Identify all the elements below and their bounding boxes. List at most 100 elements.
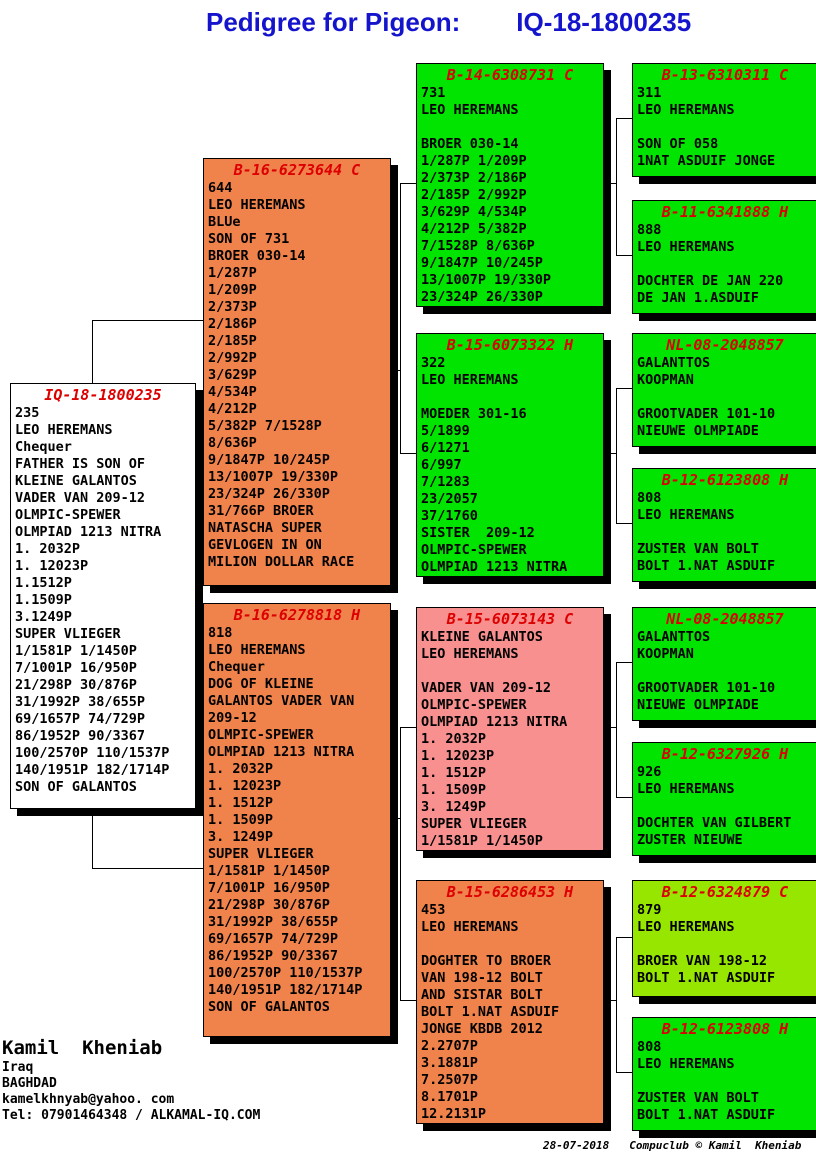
- pedigree-text-line: 13/1007P 19/330P: [421, 272, 552, 288]
- pedigree-text-line: VADER VAN 209-12: [15, 490, 146, 506]
- breeder-name: Kamil Kheniab: [2, 1037, 163, 1059]
- pedigree-text-line: 926: [637, 764, 662, 780]
- connector-line: [616, 118, 617, 255]
- pedigree-text-line: 21/298P 30/876P: [208, 897, 330, 913]
- pedigree-text-line: 8.1701P: [421, 1089, 478, 1105]
- pedigree-text-line: 6/997: [421, 457, 462, 473]
- pedigree-text-line: KOOPMAN: [637, 372, 694, 388]
- pedigree-text-line: 100/2570P 110/1537P: [208, 965, 363, 981]
- pedigree-text-line: 69/1657P 74/729P: [15, 711, 146, 727]
- pedigree-text-line: 1.1512P: [15, 575, 72, 591]
- pedigree-text-line: 7.2507P: [421, 1072, 478, 1088]
- pedigree-text-line: 140/1951P 182/1714P: [208, 982, 363, 998]
- connector-line: [616, 797, 632, 798]
- pedigree-text-line: LEO HEREMANS: [208, 197, 306, 213]
- pedigree-text-line: 31/766P BROER: [208, 503, 314, 519]
- pedigree-text-line: 7/1283: [421, 474, 470, 490]
- pedigree-text-line: LEO HEREMANS: [421, 919, 519, 935]
- pedigree-text-line: 37/1760: [421, 508, 478, 524]
- pedigree-text-line: DE JAN 1.ASDUIF: [637, 290, 759, 306]
- pedigree-text-line: GALANTOS VADER VAN: [208, 693, 355, 709]
- pedigree-text-line: 1. 2032P: [15, 541, 81, 557]
- pedigree-text-line: 2/186P: [208, 316, 257, 332]
- pedigree-text-line: 453: [421, 902, 446, 918]
- connector-line: [594, 1000, 616, 1001]
- pedigree-text-line: GROOTVADER 101-10: [637, 406, 776, 422]
- pedigree-text-line: [421, 119, 599, 136]
- pedigree-text-line: SON OF 058: [637, 136, 719, 152]
- pedigree-text-line: [421, 936, 599, 953]
- pedigree-text-line: GROOTVADER 101-10: [637, 680, 776, 696]
- pedigree-text-line: 23/2057: [421, 491, 478, 507]
- pedigree-text-line: OLMPIAD 1213 NITRA: [421, 559, 568, 575]
- pedigree-text-line: OLMPIAD 1213 NITRA: [15, 524, 162, 540]
- pedigree-text-line: ZUSTER VAN BOLT: [637, 1090, 759, 1106]
- pedigree-text-line: LEO HEREMANS: [421, 102, 519, 118]
- pedigree-text-line: 23/324P 26/330P: [208, 486, 330, 502]
- pedigree-text-line: 2/992P: [208, 350, 257, 366]
- pedigree-text-line: 1. 1509P: [421, 782, 487, 798]
- pedigree-text-line: GEVLOGEN IN ON: [208, 537, 322, 553]
- pedigree-text-line: 311: [637, 85, 662, 101]
- pedigree-text-line: ZUSTER NIEUWE: [637, 832, 743, 848]
- pedigree-text-line: LEO HEREMANS: [421, 372, 519, 388]
- pedigree-text-line: JONGE KBDB 2012: [421, 1021, 543, 1037]
- pedigree-text-line: LEO HEREMANS: [637, 781, 735, 797]
- pedigree-text-line: LEO HEREMANS: [637, 239, 735, 255]
- pedigree-text-line: 1. 12023P: [421, 748, 495, 764]
- pedigree-text-line: [637, 389, 813, 406]
- pedigree-text-line: OLMPIAD 1213 NITRA: [208, 744, 355, 760]
- pedigree-text-line: 1/209P: [208, 282, 257, 298]
- pedigree-text-line: DOCHTER DE JAN 220: [637, 273, 784, 289]
- pedigree-text-line: SISTER 209-12: [421, 525, 535, 541]
- pedigree-text-line: 3/629P: [208, 367, 257, 383]
- pedigree-text-line: 3/629P 4/534P: [421, 204, 527, 220]
- pedigree-text-line: MOEDER 301-16: [421, 406, 527, 422]
- page-title-ring: IQ-18-1800235: [516, 7, 692, 37]
- pedigree-text-line: SON OF GALANTOS: [15, 779, 137, 795]
- connector-line: [400, 1000, 416, 1001]
- pedigree-text-line: LEO HEREMANS: [15, 422, 113, 438]
- pedigree-text-line: 3.1249P: [15, 609, 72, 625]
- pedigree-text-line: GALANTTOS: [637, 355, 711, 371]
- pedigree-text-line: BROER 030-14: [208, 248, 306, 264]
- connector-line: [616, 523, 632, 524]
- pedigree-text-line: 13/1007P 19/330P: [208, 469, 339, 485]
- pedigree-text-line: BOLT 1.NAT ASDUIF: [421, 1004, 560, 1020]
- document-date: 28-07-2018: [543, 1139, 610, 1152]
- breeder-phone: Tel: 07901464348 / ALKAMAL-IQ.COM: [2, 1108, 261, 1123]
- pedigree-text-line: 879: [637, 902, 662, 918]
- ring-number: B-16-6273644 C: [233, 161, 361, 179]
- ring-number: B-12-6324879 C: [661, 883, 789, 901]
- pedigree-text-line: 2/373P 2/186P: [421, 170, 527, 186]
- pedigree-text-line: 4/212P: [208, 401, 257, 417]
- pedigree-text-line: SUPER VLIEGER: [15, 626, 121, 642]
- connector-line: [616, 937, 632, 938]
- pedigree-text-line: [421, 389, 599, 406]
- pedigree-text-line: 1.1509P: [15, 592, 72, 608]
- connector-line: [400, 183, 416, 184]
- pedigree-text-line: LEO HEREMANS: [421, 646, 519, 662]
- pedigree-text-line: 5/382P 7/1528P: [208, 418, 322, 434]
- ring-number: B-15-6073322 H: [446, 336, 574, 354]
- pedigree-text-line: 6/1271: [421, 440, 470, 456]
- pedigree-text-line: 322: [421, 355, 446, 371]
- pedigree-text-line: 21/298P 30/876P: [15, 677, 137, 693]
- breeder-email: kamelkhnyab@yahoo. com: [2, 1092, 175, 1107]
- pedigree-text-line: 86/1952P 90/3367: [208, 948, 339, 964]
- pedigree-text-line: [637, 256, 813, 273]
- pedigree-text-line: 8/636P: [208, 435, 257, 451]
- pedigree-text-line: 69/1657P 74/729P: [208, 931, 339, 947]
